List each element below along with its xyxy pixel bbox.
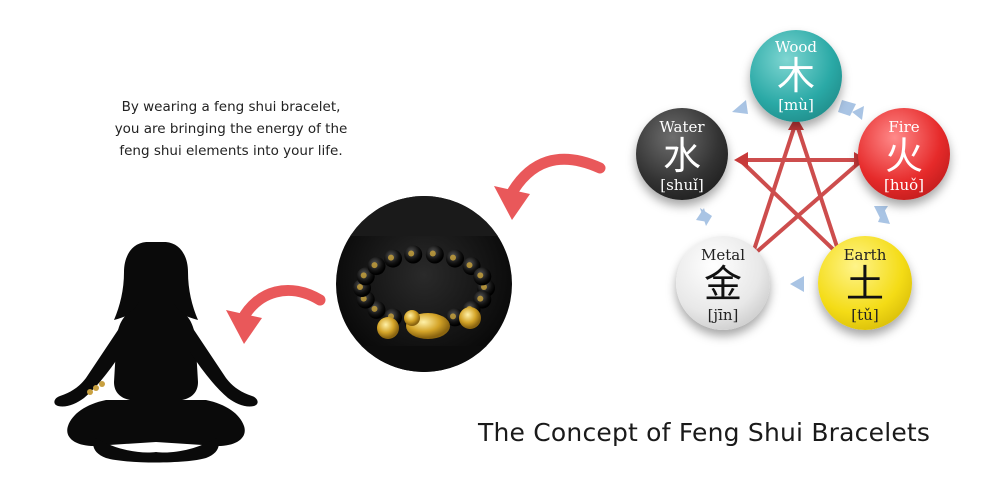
water-element: Water 水 [shuǐ] — [636, 108, 728, 200]
earth-label: Earth — [843, 246, 887, 264]
bead-gold-mark — [371, 262, 378, 269]
metal-character: 金 — [703, 262, 742, 306]
metal-element: Metal 金 [jīn] — [676, 236, 770, 330]
fire-element: Fire 火 [huǒ] — [858, 108, 950, 200]
wood-element: Wood 木 [mù] — [750, 30, 842, 122]
wood-label: Wood — [774, 38, 818, 56]
bead-gold-mark — [450, 254, 456, 261]
bead-gold-mark — [450, 313, 456, 320]
wood-pinyin: [mù] — [778, 96, 814, 114]
water-pinyin: [shuǐ] — [660, 176, 704, 194]
curved-arrow-icon — [226, 284, 326, 344]
intro-text: By wearing a feng shui bracelet, you are… — [96, 96, 366, 162]
bead-gold-mark — [408, 250, 415, 257]
bead-gold-mark — [357, 284, 363, 290]
bead-gold-mark — [477, 272, 484, 279]
bead-gold-mark — [481, 284, 487, 290]
bead-gold-mark — [371, 305, 378, 312]
intro-line-1: By wearing a feng shui bracelet, — [121, 99, 341, 115]
page-title: The Concept of Feng Shui Bracelets — [478, 418, 931, 447]
generating-cycle-arrows — [696, 100, 890, 292]
bead-gold-mark — [429, 250, 436, 257]
earth-pinyin: [tǔ] — [851, 306, 879, 324]
water-label: Water — [659, 118, 705, 136]
fire-label: Fire — [888, 118, 920, 136]
bead-gold-mark — [477, 295, 484, 302]
earth-character: 土 — [845, 262, 884, 306]
intro-line-3: feng shui elements into your life. — [119, 143, 343, 159]
fire-pinyin: [huǒ] — [883, 176, 925, 194]
curved-arrow-icon — [494, 153, 606, 220]
earth-element: Earth 土 [tǔ] — [818, 236, 912, 330]
fire-character: 火 — [884, 134, 923, 178]
intro-line-2: you are bringing the energy of the — [114, 121, 348, 137]
bead-gold-mark — [360, 295, 367, 302]
metal-label: Metal — [700, 246, 745, 264]
bead-gold-mark — [466, 262, 473, 269]
bead-gold-mark — [360, 272, 367, 279]
water-character: 水 — [662, 134, 701, 178]
meditating-woman-silhouette — [54, 242, 258, 463]
control-cycle-star — [738, 121, 864, 258]
bead-gold-mark — [388, 254, 394, 261]
wood-character: 木 — [776, 54, 815, 98]
metal-pinyin: [jīn] — [707, 306, 739, 324]
